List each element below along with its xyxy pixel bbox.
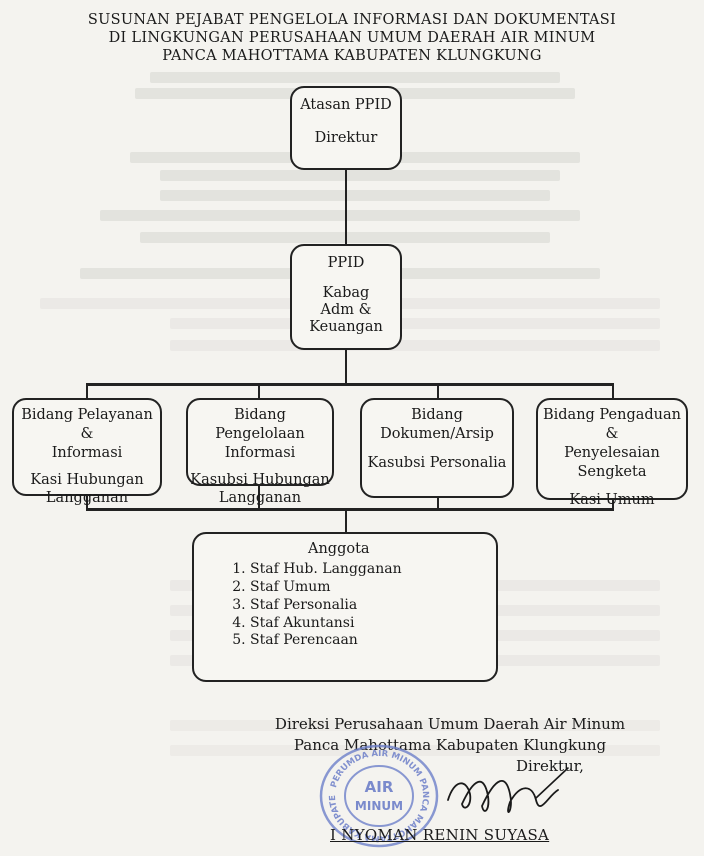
title-line-2: DI LINGKUNGAN PERUSAHAAN UMUM DAERAH AIR… bbox=[108, 30, 596, 46]
company-stamp: PERUMDA AIR MINUM PANCA MAHOTTAMA KABUPA… bbox=[311, 737, 443, 852]
connector-bus-anggota bbox=[345, 508, 347, 534]
signature-line-1: Direksi Perusahaan Umum Daerah Air Minum bbox=[274, 715, 626, 733]
bus-drop-4 bbox=[612, 383, 614, 401]
staff-item: Staf Umum bbox=[250, 579, 496, 597]
bidang-officer: Kasubsi Hubungan Langganan bbox=[190, 471, 330, 507]
title-line-3: PANCA MAHOTTAMA KABUPATEN KLUNGKUNG bbox=[162, 48, 542, 64]
bottom-bus-line bbox=[86, 508, 614, 511]
bus-rise-1 bbox=[86, 495, 88, 510]
ppid-name: Kabag Adm & Keuangan bbox=[309, 284, 383, 336]
bidang-officer: Kasi Umum bbox=[569, 492, 655, 509]
signature-line-2: Panca Mahottama Kabupaten Klungkung bbox=[293, 736, 607, 754]
anggota-box: Anggota Staf Hub. Langganan Staf Umum St… bbox=[192, 532, 498, 682]
bidang-title: Bidang Pengaduan & Penyelesaian Sengketa bbox=[542, 407, 681, 480]
stamp-center-top: AIR bbox=[365, 778, 394, 796]
bidang-title: Bidang Pelayanan & Informasi bbox=[21, 407, 153, 461]
staff-item: Staf Akuntansi bbox=[250, 615, 496, 633]
staff-item: Staf Perencaan bbox=[250, 632, 496, 650]
bidang-dokumen-box: Bidang Dokumen/Arsip Kasubsi Personalia bbox=[360, 398, 514, 498]
atasan-ppid-role: Atasan PPID bbox=[300, 97, 392, 113]
bus-rise-4 bbox=[612, 500, 614, 510]
signature-line-3: Direktur, bbox=[516, 757, 584, 775]
top-bus-line bbox=[86, 383, 614, 386]
bidang-pelayanan-box: Bidang Pelayanan & Informasi Kasi Hubung… bbox=[12, 398, 162, 506]
connector-atasan-ppid bbox=[345, 168, 347, 246]
stamp-center-bottom: MINUM bbox=[355, 799, 403, 813]
director-name-text: I NYOMAN RENIN SUYASA bbox=[330, 826, 550, 844]
bus-rise-2 bbox=[258, 485, 260, 510]
connector-ppid-bus bbox=[345, 348, 347, 384]
ppid-box: PPID Kabag Adm & Keuangan bbox=[290, 244, 402, 350]
bus-drop-3 bbox=[437, 383, 439, 401]
atasan-ppid-box: Atasan PPID Direktur bbox=[290, 86, 402, 170]
title-line-1: SUSUNAN PEJABAT PENGELOLA INFORMASI DAN … bbox=[87, 12, 617, 28]
anggota-heading: Anggota bbox=[308, 541, 370, 557]
bus-drop-2 bbox=[258, 383, 260, 401]
bidang-officer: Kasubsi Personalia bbox=[367, 454, 507, 471]
bidang-pengelolaan-box: Bidang Pengelolaan Informasi Kasubsi Hub… bbox=[186, 398, 334, 506]
bidang-officer: Kasi Hubungan Langganan bbox=[30, 471, 144, 507]
bidang-pengaduan-box: Bidang Pengaduan & Penyelesaian Sengketa… bbox=[536, 398, 688, 508]
bidang-title: Bidang Pengelolaan Informasi bbox=[215, 407, 305, 461]
atasan-ppid-name: Direktur bbox=[314, 129, 378, 146]
ppid-role: PPID bbox=[327, 255, 365, 271]
staff-item: Staf Personalia bbox=[250, 597, 496, 615]
bidang-title: Bidang Dokumen/Arsip bbox=[380, 407, 494, 442]
bus-drop-1 bbox=[86, 383, 88, 401]
director-name: I NYOMAN RENIN SUYASA bbox=[330, 826, 549, 844]
handwritten-signature bbox=[440, 760, 580, 830]
bus-rise-3 bbox=[437, 498, 439, 510]
anggota-staff-list: Staf Hub. Langganan Staf Umum Staf Perso… bbox=[232, 561, 496, 651]
staff-item: Staf Hub. Langganan bbox=[250, 561, 496, 579]
